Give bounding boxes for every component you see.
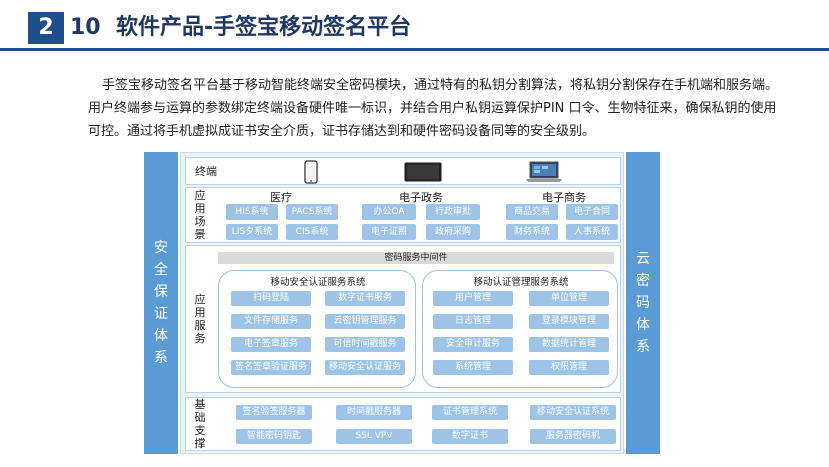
side-left-char: 安 (154, 240, 168, 256)
app-services-label: 应 用 服 务 (186, 246, 214, 392)
side-left-char: 保 (154, 284, 168, 300)
app-services-label-char: 用 (194, 306, 206, 319)
infrastructure-chip: 签名验签服务器 (236, 405, 312, 420)
service-chip: 日志管理 (433, 314, 513, 329)
mobile-auth-service-system: 移动安全认证服务系统 扫码登陆 数字证书服务 文件存储服务 云密钥管理服务 电子… (218, 270, 416, 388)
infrastructure-chip: 数字证书 (432, 429, 508, 444)
infrastructure-chip: SSL VPV (336, 429, 412, 444)
infrastructure-row: 基 础 支 撑 签名验签服务器 时间戳服务器 证书管理系统 移动安全认证系统 智… (185, 397, 621, 451)
scenarios-label-char: 应 (194, 189, 206, 202)
infrastructure-chip: 智能密码钥匙 (236, 429, 312, 444)
scenario-chip: 财务系统 (506, 224, 558, 240)
header-divider (0, 48, 829, 51)
service-chip: 可信时间戳服务 (325, 337, 405, 352)
infrastructure-label-char: 撑 (194, 437, 206, 450)
infrastructure-chip: 证书管理系统 (432, 405, 508, 420)
intro-paragraph: 手签宝移动签名平台基于移动智能终端安全密码模块，通过特有的私钥分割算法，将私钥分… (88, 78, 779, 139)
service-chip: 签名签章验证服务 (231, 360, 311, 375)
scenarios-row: 应 用 场 景 医疗 HIS系统 PACS系统 LIS夕系统 CIS系统 电子政… (185, 187, 621, 243)
scenario-chip: HIS系统 (226, 204, 278, 220)
infrastructure-chip: 移动安全认证系统 (530, 405, 616, 420)
service-group-title: 移动安全认证服务系统 (270, 277, 366, 288)
scenario-chip: PACS系统 (286, 204, 338, 220)
service-chip: 安全审计服务 (433, 337, 513, 352)
slide-header: 2 10 软件产品-手签宝移动签名平台 (0, 0, 829, 51)
infrastructure-label-char: 础 (194, 411, 206, 424)
scenarios-label-char: 用 (194, 202, 206, 215)
section-number: 10 (70, 15, 101, 40)
scenario-chip: 政府采购 (426, 224, 480, 240)
terminal-row: 终端 (185, 157, 621, 185)
infrastructure-label: 基 础 支 撑 (186, 398, 214, 450)
scenario-group-title: 电子政务 (399, 191, 443, 204)
service-chip: 数据统计管理 (529, 337, 609, 352)
service-chip: 登录模块管理 (529, 314, 609, 329)
side-left-char: 系 (154, 350, 168, 366)
scenario-group-title: 电子商务 (542, 191, 586, 204)
side-right-char: 系 (636, 339, 650, 355)
phone-icon (304, 160, 318, 184)
infrastructure-chip: 时间戳服务器 (336, 405, 412, 420)
scenario-chip: 电子合同 (566, 204, 618, 220)
app-services-label-char: 务 (194, 332, 206, 345)
side-right-char: 码 (636, 295, 650, 311)
side-left-char: 体 (154, 328, 168, 344)
service-chip: 移动安全认证服务 (325, 360, 405, 375)
chapter-number: 2 (28, 12, 64, 44)
service-chip: 单位管理 (529, 291, 609, 306)
service-chip: 扫码登陆 (231, 291, 311, 306)
side-right-char: 密 (636, 273, 650, 289)
service-chip: 云密钥管理服务 (325, 314, 405, 329)
app-services-row: 应 用 服 务 密码服务中间件 移动安全认证服务系统 扫码登陆 数字证书服务 文… (185, 245, 621, 393)
service-chip: 用户管理 (433, 291, 513, 306)
side-right-char: 体 (636, 317, 650, 333)
tablet-icon (404, 162, 442, 182)
app-services-label-char: 服 (194, 319, 206, 332)
scenario-chip: 办公OA (362, 204, 416, 220)
terminal-label: 终端 (195, 165, 217, 178)
side-left-char: 全 (154, 262, 168, 278)
security-system-column: 安 全 保 证 体 系 (144, 152, 178, 454)
app-services-label-char: 应 (194, 293, 206, 306)
service-chip: 系统管理 (433, 360, 513, 375)
service-chip: 电子签章服务 (231, 337, 311, 352)
scenario-chip: 人事系统 (566, 224, 618, 240)
service-chip: 数字证书服务 (325, 291, 405, 306)
scenario-chip: 商品交易 (506, 204, 558, 220)
service-chip: 权限管理 (529, 360, 609, 375)
cloud-crypto-column: 云 密 码 体 系 (626, 152, 660, 454)
scenario-chip: 行政审批 (426, 204, 480, 220)
infrastructure-label-char: 支 (194, 424, 206, 437)
architecture-diagram: 终端 应 用 场 景 医疗 (180, 152, 624, 454)
scenarios-label-char: 场 (194, 215, 206, 228)
scenario-group-title: 医疗 (270, 191, 292, 204)
service-group-title: 移动认证管理服务系统 (473, 277, 569, 288)
side-right-char: 云 (636, 251, 650, 267)
scenario-chip: CIS系统 (286, 224, 338, 240)
infrastructure-label-char: 基 (194, 398, 206, 411)
scenario-chip: 电子证照 (362, 224, 416, 240)
infrastructure-chip: 服务器密码机 (530, 429, 616, 444)
laptop-icon (526, 161, 562, 182)
side-left-char: 证 (154, 306, 168, 322)
mobile-auth-management-system: 移动认证管理服务系统 用户管理 单位管理 日志管理 登录模块管理 安全审计服务 … (422, 270, 618, 388)
page-title: 软件产品-手签宝移动签名平台 (116, 15, 412, 40)
scenarios-label-char: 景 (194, 228, 206, 241)
scenario-chip: LIS夕系统 (226, 224, 278, 240)
scenarios-label: 应 用 场 景 (186, 188, 214, 242)
service-chip: 文件存储服务 (231, 314, 311, 329)
crypto-middleware-bar: 密码服务中间件 (218, 252, 614, 264)
